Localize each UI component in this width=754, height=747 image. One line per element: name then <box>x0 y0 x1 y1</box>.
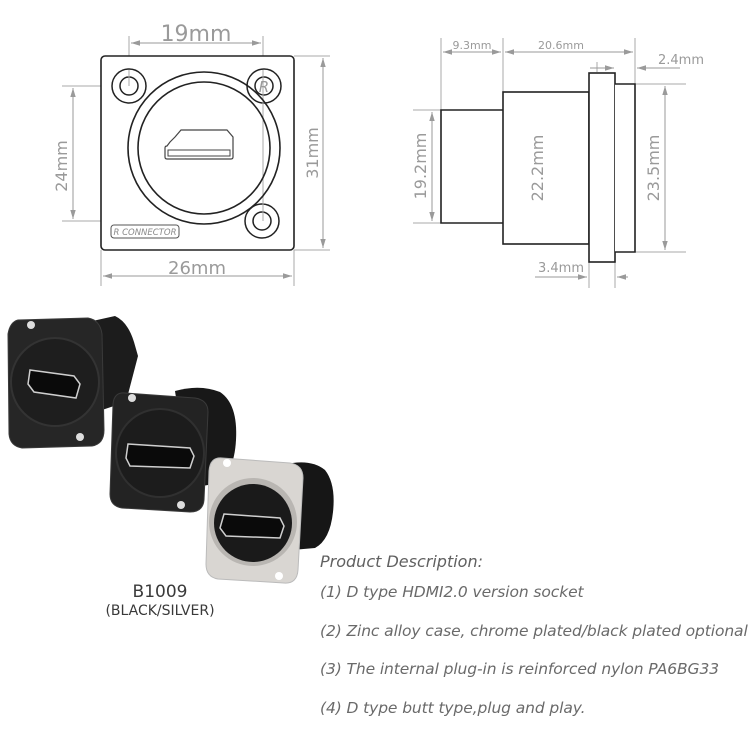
body-section <box>502 91 590 245</box>
model-variants: (BLACK/SILVER) <box>105 603 215 619</box>
dim-flange-height: 23.5mm <box>644 135 663 202</box>
model-label: B1009 (BLACK/SILVER) <box>60 582 260 620</box>
product-photo-silver-front <box>205 457 334 584</box>
hdmi-port-icon <box>125 443 195 469</box>
dim-rear-length: 9.3mm <box>453 39 492 52</box>
front-view-drawing: R R CONNECTOR 19mm 26mm 24mm 31mm <box>52 22 330 286</box>
flange-step <box>615 83 636 253</box>
dim-flange-thickness: 3.4mm <box>538 261 584 276</box>
dim-overall-height: 31mm <box>303 127 322 179</box>
mounting-holes <box>111 68 282 239</box>
hdmi-port-icon <box>27 369 81 399</box>
model-code: B1009 <box>132 582 188 602</box>
hdmi-port-icon <box>164 129 234 160</box>
hdmi-port-icon <box>219 513 285 539</box>
dim-rear-diameter: 19.2mm <box>411 133 430 200</box>
rear-section <box>440 109 503 224</box>
description-item: (2) Zinc alloy case, chrome plated/black… <box>320 621 748 640</box>
description-item: (4) D type butt type,plug and play. <box>320 698 586 717</box>
dim-body-diameter: 22.2mm <box>528 135 547 202</box>
logo-r-icon: R <box>259 78 269 96</box>
brand-label: R CONNECTOR <box>113 228 176 238</box>
side-view-drawing: 9.3mm 20.6mm 2.4mm 19.2mm 22.2mm 23.5mm … <box>411 38 704 288</box>
product-description: Product Description: (1) D type HDMI2.0 … <box>320 548 748 732</box>
product-photo-black-front <box>109 387 237 513</box>
description-item: (3) The internal plug-in is reinforced n… <box>320 660 719 678</box>
flange-section <box>588 72 616 263</box>
dim-hole-spacing-horizontal: 19mm <box>161 22 232 47</box>
dim-overall-width: 26mm <box>168 258 226 279</box>
dim-flange-step: 2.4mm <box>658 53 704 68</box>
description-title: Product Description: <box>320 552 483 571</box>
dim-hole-spacing-vertical: 24mm <box>52 140 71 192</box>
product-photo-black-angled <box>7 316 138 449</box>
description-item: (1) D type HDMI2.0 version socket <box>320 583 584 601</box>
dim-body-length: 20.6mm <box>538 39 584 52</box>
brand-label-box <box>110 224 180 239</box>
